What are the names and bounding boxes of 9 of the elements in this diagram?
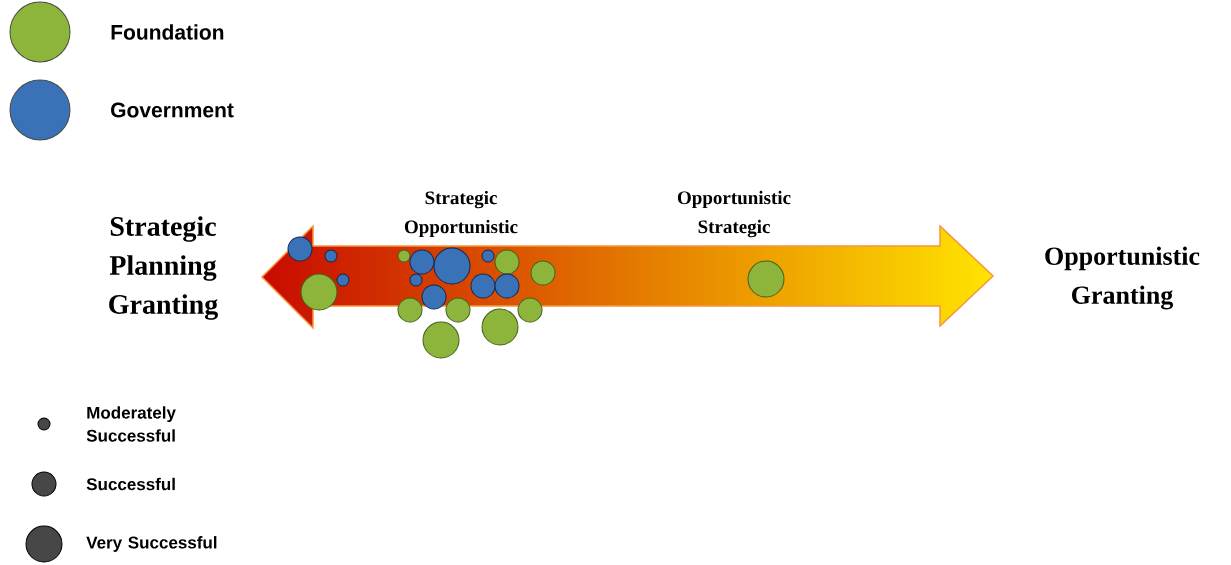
legend-text: Moderately Successful <box>86 406 176 442</box>
position-label: Strategic Opportunistic <box>404 190 518 238</box>
axis-end-label: Opportunistic Granting <box>1045 246 1200 310</box>
axis-end-label: Strategic Planning Granting <box>109 216 218 320</box>
legend-text: Foundation <box>111 24 224 40</box>
legend-text: Government <box>111 102 234 118</box>
legend-text: Successful <box>86 477 175 491</box>
position-label: Opportunistic Strategic <box>677 190 791 238</box>
legend-text: Very Successful <box>86 536 217 552</box>
